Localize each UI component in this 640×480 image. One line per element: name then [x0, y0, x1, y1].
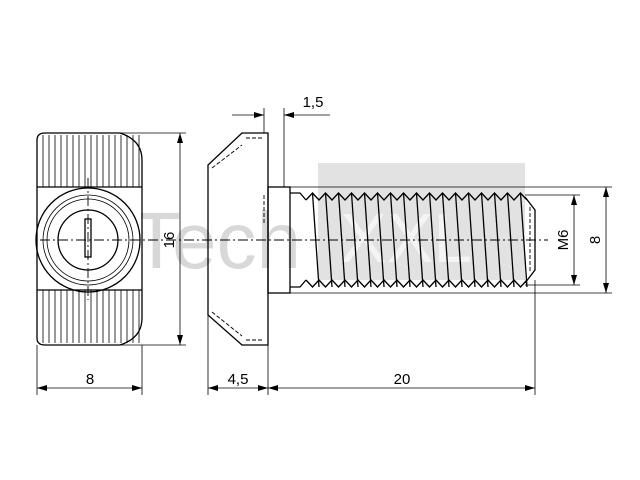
screw-side-view [207, 132, 536, 346]
hatch-line [467, 192, 476, 288]
dimension-lengths: 4,5 20 [207, 280, 536, 395]
dim-label-4-5: 4,5 [228, 371, 249, 388]
dim-label-8-bottom: 8 [86, 371, 94, 388]
dim-label-20: 20 [394, 371, 411, 388]
dimension-head-flange: 1,5 [232, 94, 330, 187]
watermark-logo: Tech XXL [132, 163, 525, 285]
hatch-line [480, 192, 489, 288]
hatch-line [376, 192, 385, 288]
t-nut-front-view [35, 132, 143, 346]
svg-text:Tech: Tech [132, 196, 301, 285]
dim-label-8-right: 8 [587, 236, 604, 244]
hatch-line [519, 192, 528, 288]
dim-label-m6: M6 [555, 230, 572, 251]
dimension-nut-width: 8 [36, 345, 143, 395]
hatch-line [389, 192, 398, 288]
dim-label-1-5: 1,5 [303, 94, 324, 111]
dimension-diameters: M6 8 [290, 186, 612, 294]
dim-label-16: 16 [161, 232, 178, 249]
dimension-nut-height: 16 [120, 132, 186, 346]
